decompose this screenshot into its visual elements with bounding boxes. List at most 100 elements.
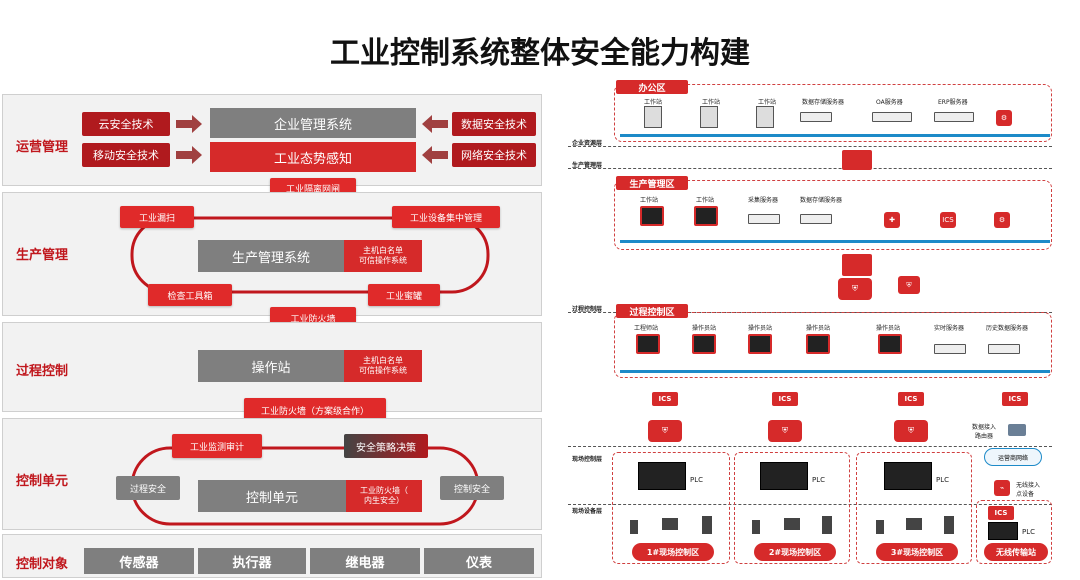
layer-label-field-ctrl: 现场控制层 xyxy=(572,456,603,463)
proc-label-5: 实时服务器 xyxy=(934,325,965,332)
server-icon xyxy=(934,112,974,122)
plc-icon xyxy=(760,462,808,490)
proc-label-6: 历史数据服务器 xyxy=(986,325,1029,332)
gear-shield-icon: ⚙ xyxy=(994,212,1010,228)
router-label: 数据接入 路由器 xyxy=(972,424,997,440)
monitor-icon xyxy=(748,334,772,354)
plc-icon xyxy=(884,462,932,490)
audit-icon: ⛨ xyxy=(898,276,920,294)
layer-sep-4 xyxy=(568,446,1052,447)
firewall-icon xyxy=(842,254,872,276)
mobile-security-box: 移动安全技术 xyxy=(82,143,170,167)
page-title: 工业控制系统整体安全能力构建 xyxy=(330,36,750,71)
layer-label-process: 过程控制层 xyxy=(572,306,603,313)
zone-tag-production: 生产管理区 xyxy=(616,176,688,190)
security-appliance-icon: ⛨ xyxy=(838,278,872,300)
gateway-device-icon xyxy=(842,150,872,170)
actuator-icon xyxy=(702,516,712,534)
server-icon xyxy=(934,344,966,354)
cloud-security-box: 云安全技术 xyxy=(82,112,170,136)
industrial-honeypot: 工业蜜罐 xyxy=(368,284,440,306)
layer-label-field-dev: 现场设备层 xyxy=(572,508,603,515)
actuator-icon xyxy=(944,516,954,534)
section-label-ctrl: 控制单元 xyxy=(16,474,69,489)
proc-label-2: 操作员站 xyxy=(748,325,773,332)
object-actuator: 执行器 xyxy=(198,548,306,574)
carrier-network: 运营商网络 xyxy=(984,448,1042,466)
server-icon xyxy=(872,112,912,122)
ics-icon: ICS xyxy=(1002,392,1028,406)
monitor-icon xyxy=(806,334,830,354)
proc-label-4: 操作员站 xyxy=(876,325,901,332)
site-label-2: 2#现场控制区 xyxy=(754,543,836,561)
monitor-icon xyxy=(878,334,902,354)
security-appliance-icon: ⛨ xyxy=(894,420,928,442)
plc-label: PLC xyxy=(1022,528,1036,536)
section-label-proc: 过程控制 xyxy=(16,364,69,379)
security-appliance-icon: ⛨ xyxy=(768,420,802,442)
meter-icon xyxy=(662,518,678,530)
monitor-icon xyxy=(636,334,660,354)
wireless-ap-icon: ⌁ xyxy=(994,480,1010,496)
layer-label-prodmgmt: 生产管理层 xyxy=(572,162,603,169)
zone-production xyxy=(614,180,1052,250)
process-bus xyxy=(620,370,1050,373)
object-sensor: 传感器 xyxy=(84,548,194,574)
ics-icon: ICS xyxy=(652,392,678,406)
plc-icon xyxy=(988,522,1018,540)
sensor-icon xyxy=(752,520,760,534)
plc-label: PLC xyxy=(690,476,704,484)
operator-station: 操作站 xyxy=(198,350,344,382)
layer-sep-1 xyxy=(568,146,1052,147)
router-icon xyxy=(1008,424,1026,436)
actuator-icon xyxy=(822,516,832,534)
workstation-icon xyxy=(644,106,662,128)
office-label-2: 工作站 xyxy=(758,99,777,106)
object-relay: 继电器 xyxy=(310,548,420,574)
network-security-box: 网络安全技术 xyxy=(452,143,536,167)
prod-bus xyxy=(620,240,1050,243)
proc-label-0: 工程师站 xyxy=(634,325,659,332)
site-label-wireless: 无线传输站 xyxy=(984,543,1048,561)
access-label: 无线接入 点设备 xyxy=(1016,482,1041,498)
meter-icon xyxy=(906,518,922,530)
control-security: 控制安全 xyxy=(440,476,504,500)
zone-tag-office: 办公区 xyxy=(616,80,688,94)
host-whitelist-proc: 主机白名单 可信操作系统 xyxy=(344,350,422,382)
office-label-5: ERP服务器 xyxy=(938,99,968,106)
ics-shield-icon: ICS xyxy=(940,212,956,228)
prod-label-3: 数据存储服务器 xyxy=(800,197,843,204)
monitor-icon xyxy=(692,334,716,354)
prod-label-2: 采集服务器 xyxy=(748,197,779,204)
ics-icon: ICS xyxy=(772,392,798,406)
plc-icon xyxy=(638,462,686,490)
server-icon xyxy=(800,112,832,122)
arrows-right-in xyxy=(422,115,448,164)
site-wireless xyxy=(976,500,1052,564)
server-icon xyxy=(748,214,780,224)
device-centralized-mgmt: 工业设备集中管理 xyxy=(392,206,500,228)
endogenous-firewall: 工业防火墙（ 内生安全） xyxy=(346,480,422,512)
sensor-icon xyxy=(630,520,638,534)
zone-tag-process: 过程控制区 xyxy=(616,304,688,318)
server-icon xyxy=(800,214,832,224)
inspection-toolbox: 检查工具箱 xyxy=(148,284,232,306)
data-security-box: 数据安全技术 xyxy=(452,112,536,136)
monitor-icon xyxy=(640,206,664,226)
office-label-0: 工作站 xyxy=(644,99,663,106)
zone-process xyxy=(614,312,1052,378)
section-label-ops: 运营管理 xyxy=(16,140,69,155)
layer-sep-5 xyxy=(568,504,1052,505)
control-unit: 控制单元 xyxy=(198,480,346,512)
monitor-icon xyxy=(694,206,718,226)
industrial-scan: 工业漏扫 xyxy=(120,206,194,228)
server-icon xyxy=(988,344,1020,354)
proc-label-1: 操作员站 xyxy=(692,325,717,332)
shield-icon: ✚ xyxy=(884,212,900,228)
prod-loop xyxy=(130,216,490,294)
site-3 xyxy=(856,452,972,564)
meter-icon xyxy=(784,518,800,530)
section-label-objects: 控制对象 xyxy=(16,557,69,572)
section-label-prod: 生产管理 xyxy=(16,248,69,263)
site-label-1: 1#现场控制区 xyxy=(632,543,714,561)
